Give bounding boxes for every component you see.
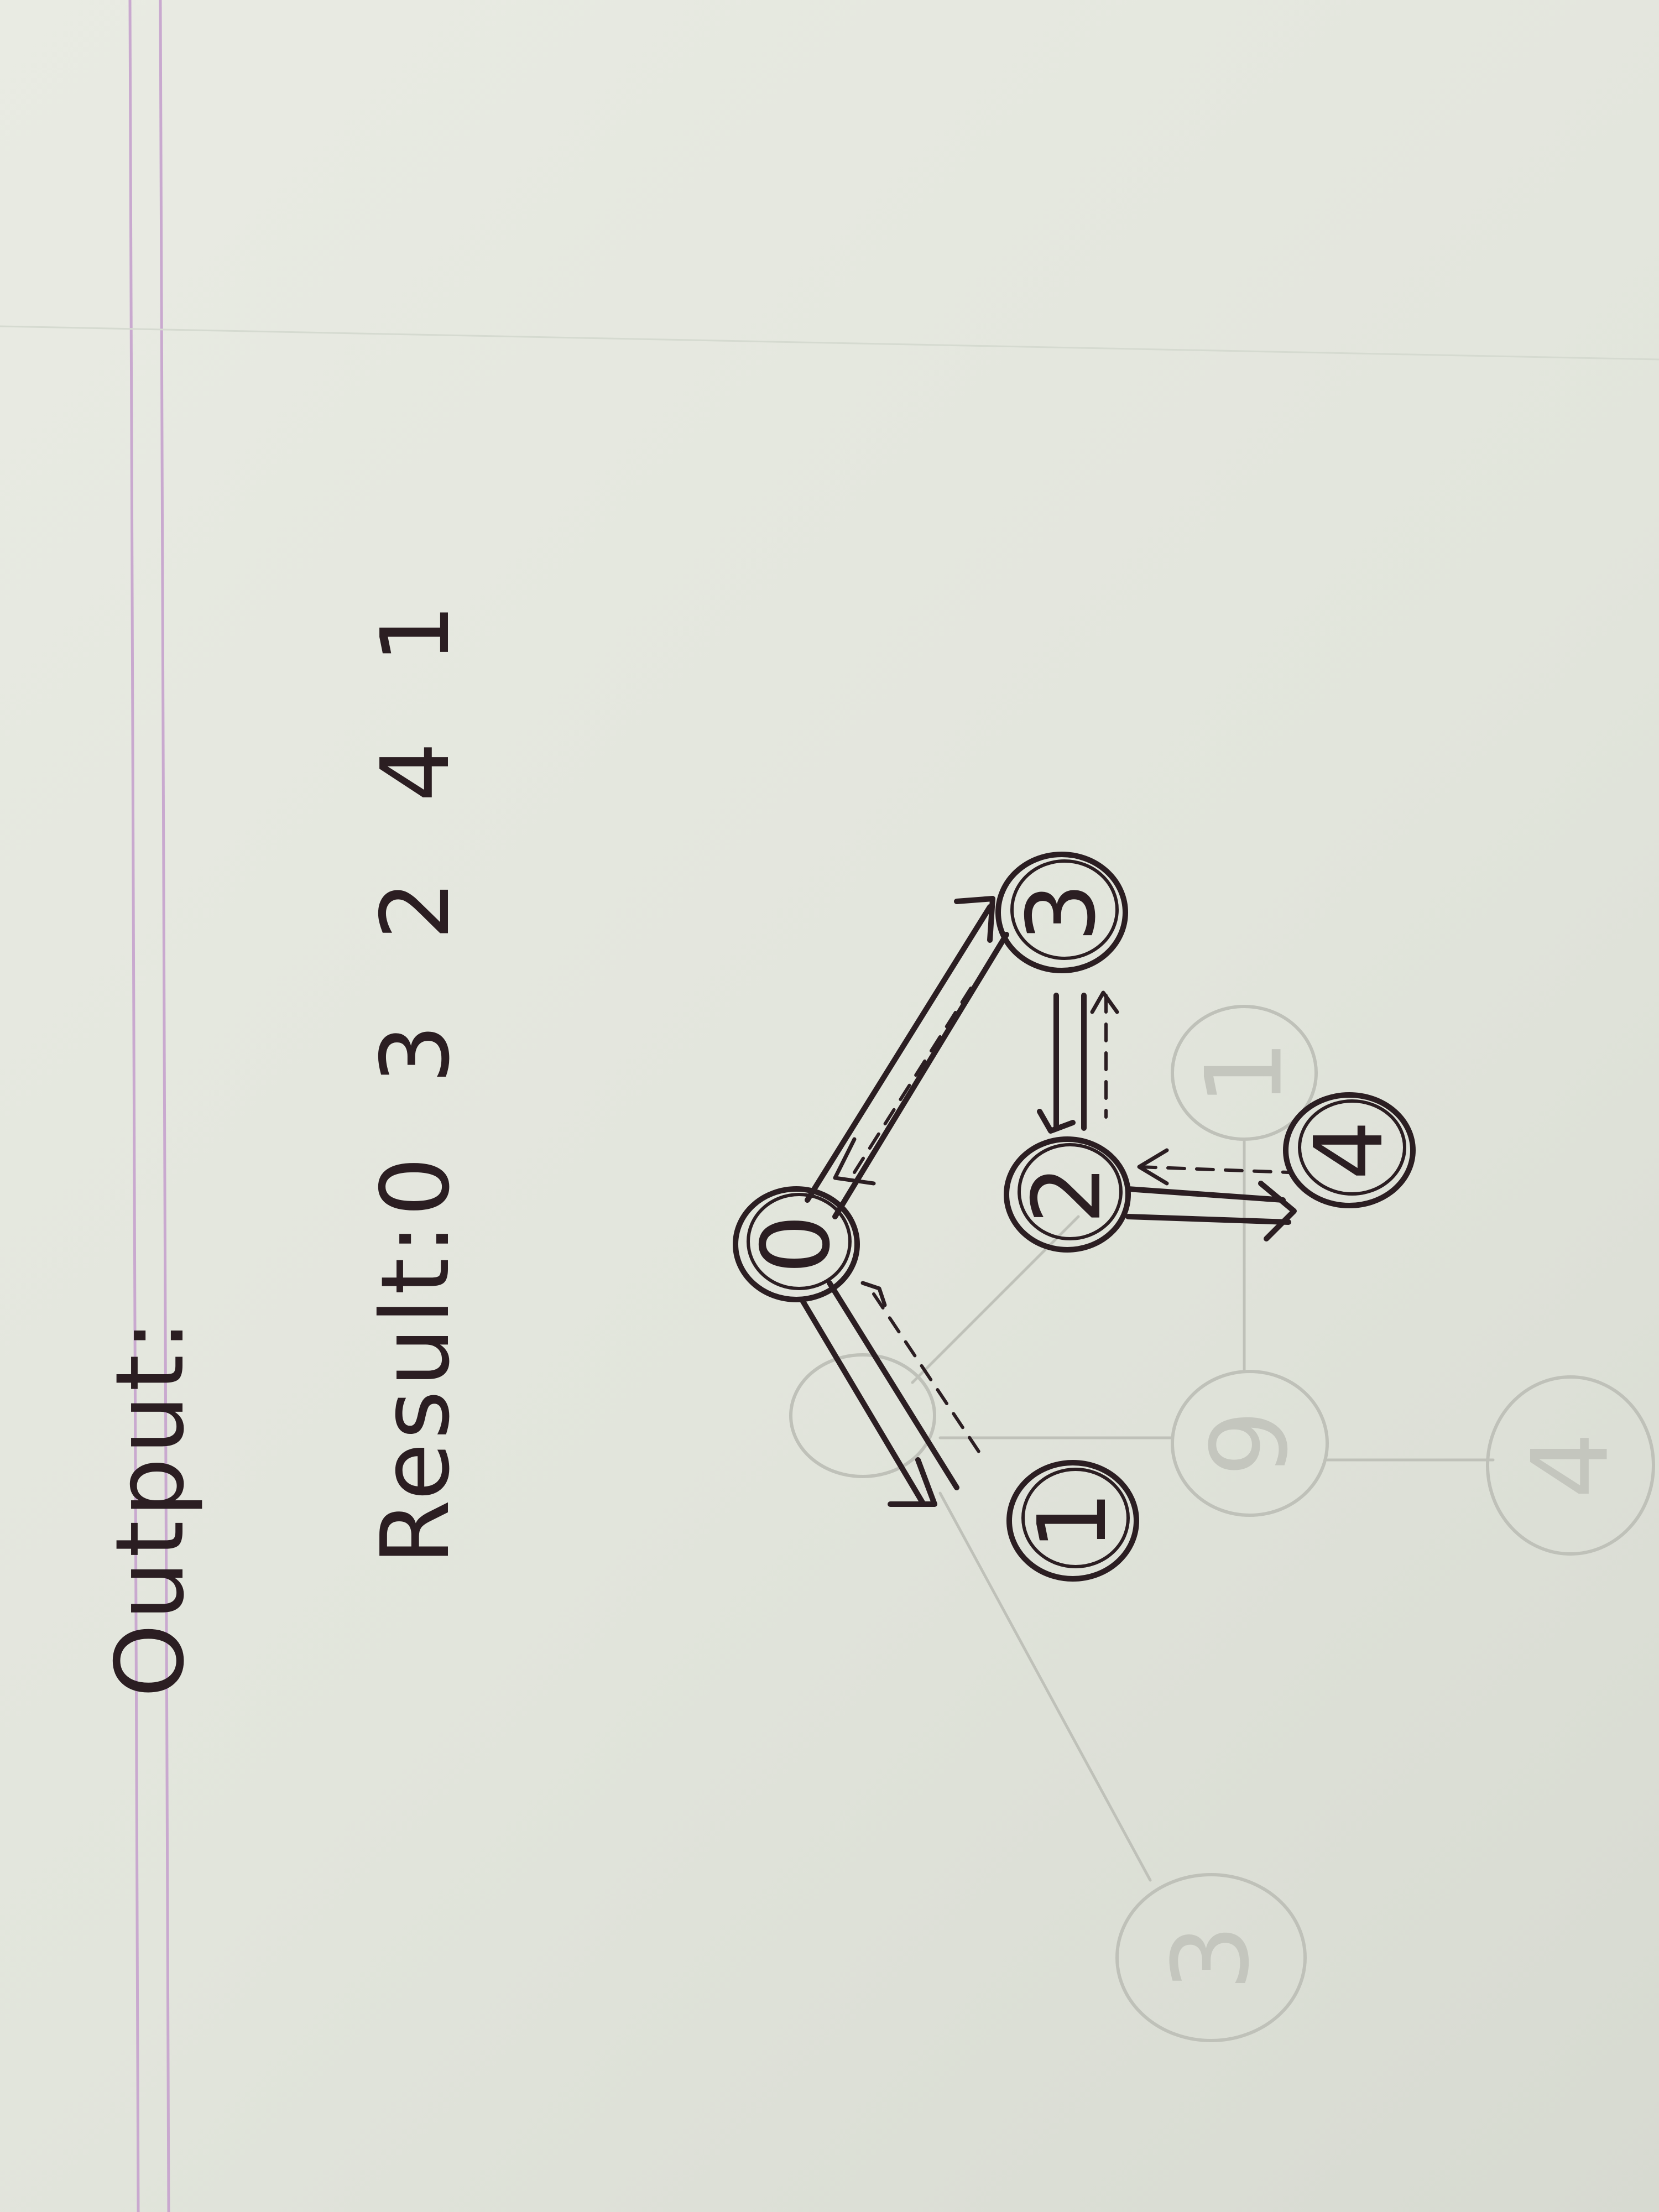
arrowhead-icon: [1037, 1109, 1076, 1134]
edge-3-2: [1037, 990, 1119, 1134]
node-label: 3: [1007, 883, 1117, 942]
result-line: Result: 0 3 2 4 1: [361, 601, 471, 1565]
arrowhead-icon: [888, 1457, 937, 1507]
arrowhead-icon: [833, 1137, 876, 1186]
faded-label: 9: [1189, 1410, 1311, 1477]
arrowhead-icon: [860, 1281, 887, 1307]
result-item: 2: [361, 877, 471, 940]
arrowhead-icon: [1137, 1148, 1169, 1186]
result-label: Result:: [361, 1219, 471, 1565]
faded-label: 1: [1183, 1040, 1306, 1107]
node-label: 4: [1295, 1120, 1404, 1180]
result-item: 0: [361, 1154, 471, 1217]
edge-0-1: [799, 1280, 986, 1507]
output-heading: Output:: [96, 1316, 205, 1698]
node-label: 2: [1013, 1165, 1122, 1224]
arrowhead-icon: [954, 896, 995, 943]
graph-node: 1: [1006, 1460, 1139, 1582]
faded-label: 3: [1150, 1924, 1272, 1991]
result-item: 4: [361, 739, 471, 802]
node-label: 0: [742, 1214, 851, 1274]
result-item: 1: [361, 601, 471, 664]
graph-node: 4: [1283, 1092, 1416, 1208]
arrowhead-icon: [1090, 990, 1119, 1014]
graph-node: 2: [1004, 1136, 1131, 1253]
faded-label: 4: [1510, 1432, 1632, 1499]
result-item: 3: [361, 1021, 471, 1084]
node-label: 1: [1018, 1491, 1128, 1551]
graph-node: 0: [733, 1186, 860, 1302]
bleed-through-drawing: 1 9 4 3: [789, 1005, 1655, 2042]
edge-0-3: [805, 896, 1009, 1219]
arrowhead-icon: [1258, 1181, 1297, 1241]
edge-2-4: [1125, 1148, 1297, 1241]
graph-node: 3: [995, 852, 1128, 973]
